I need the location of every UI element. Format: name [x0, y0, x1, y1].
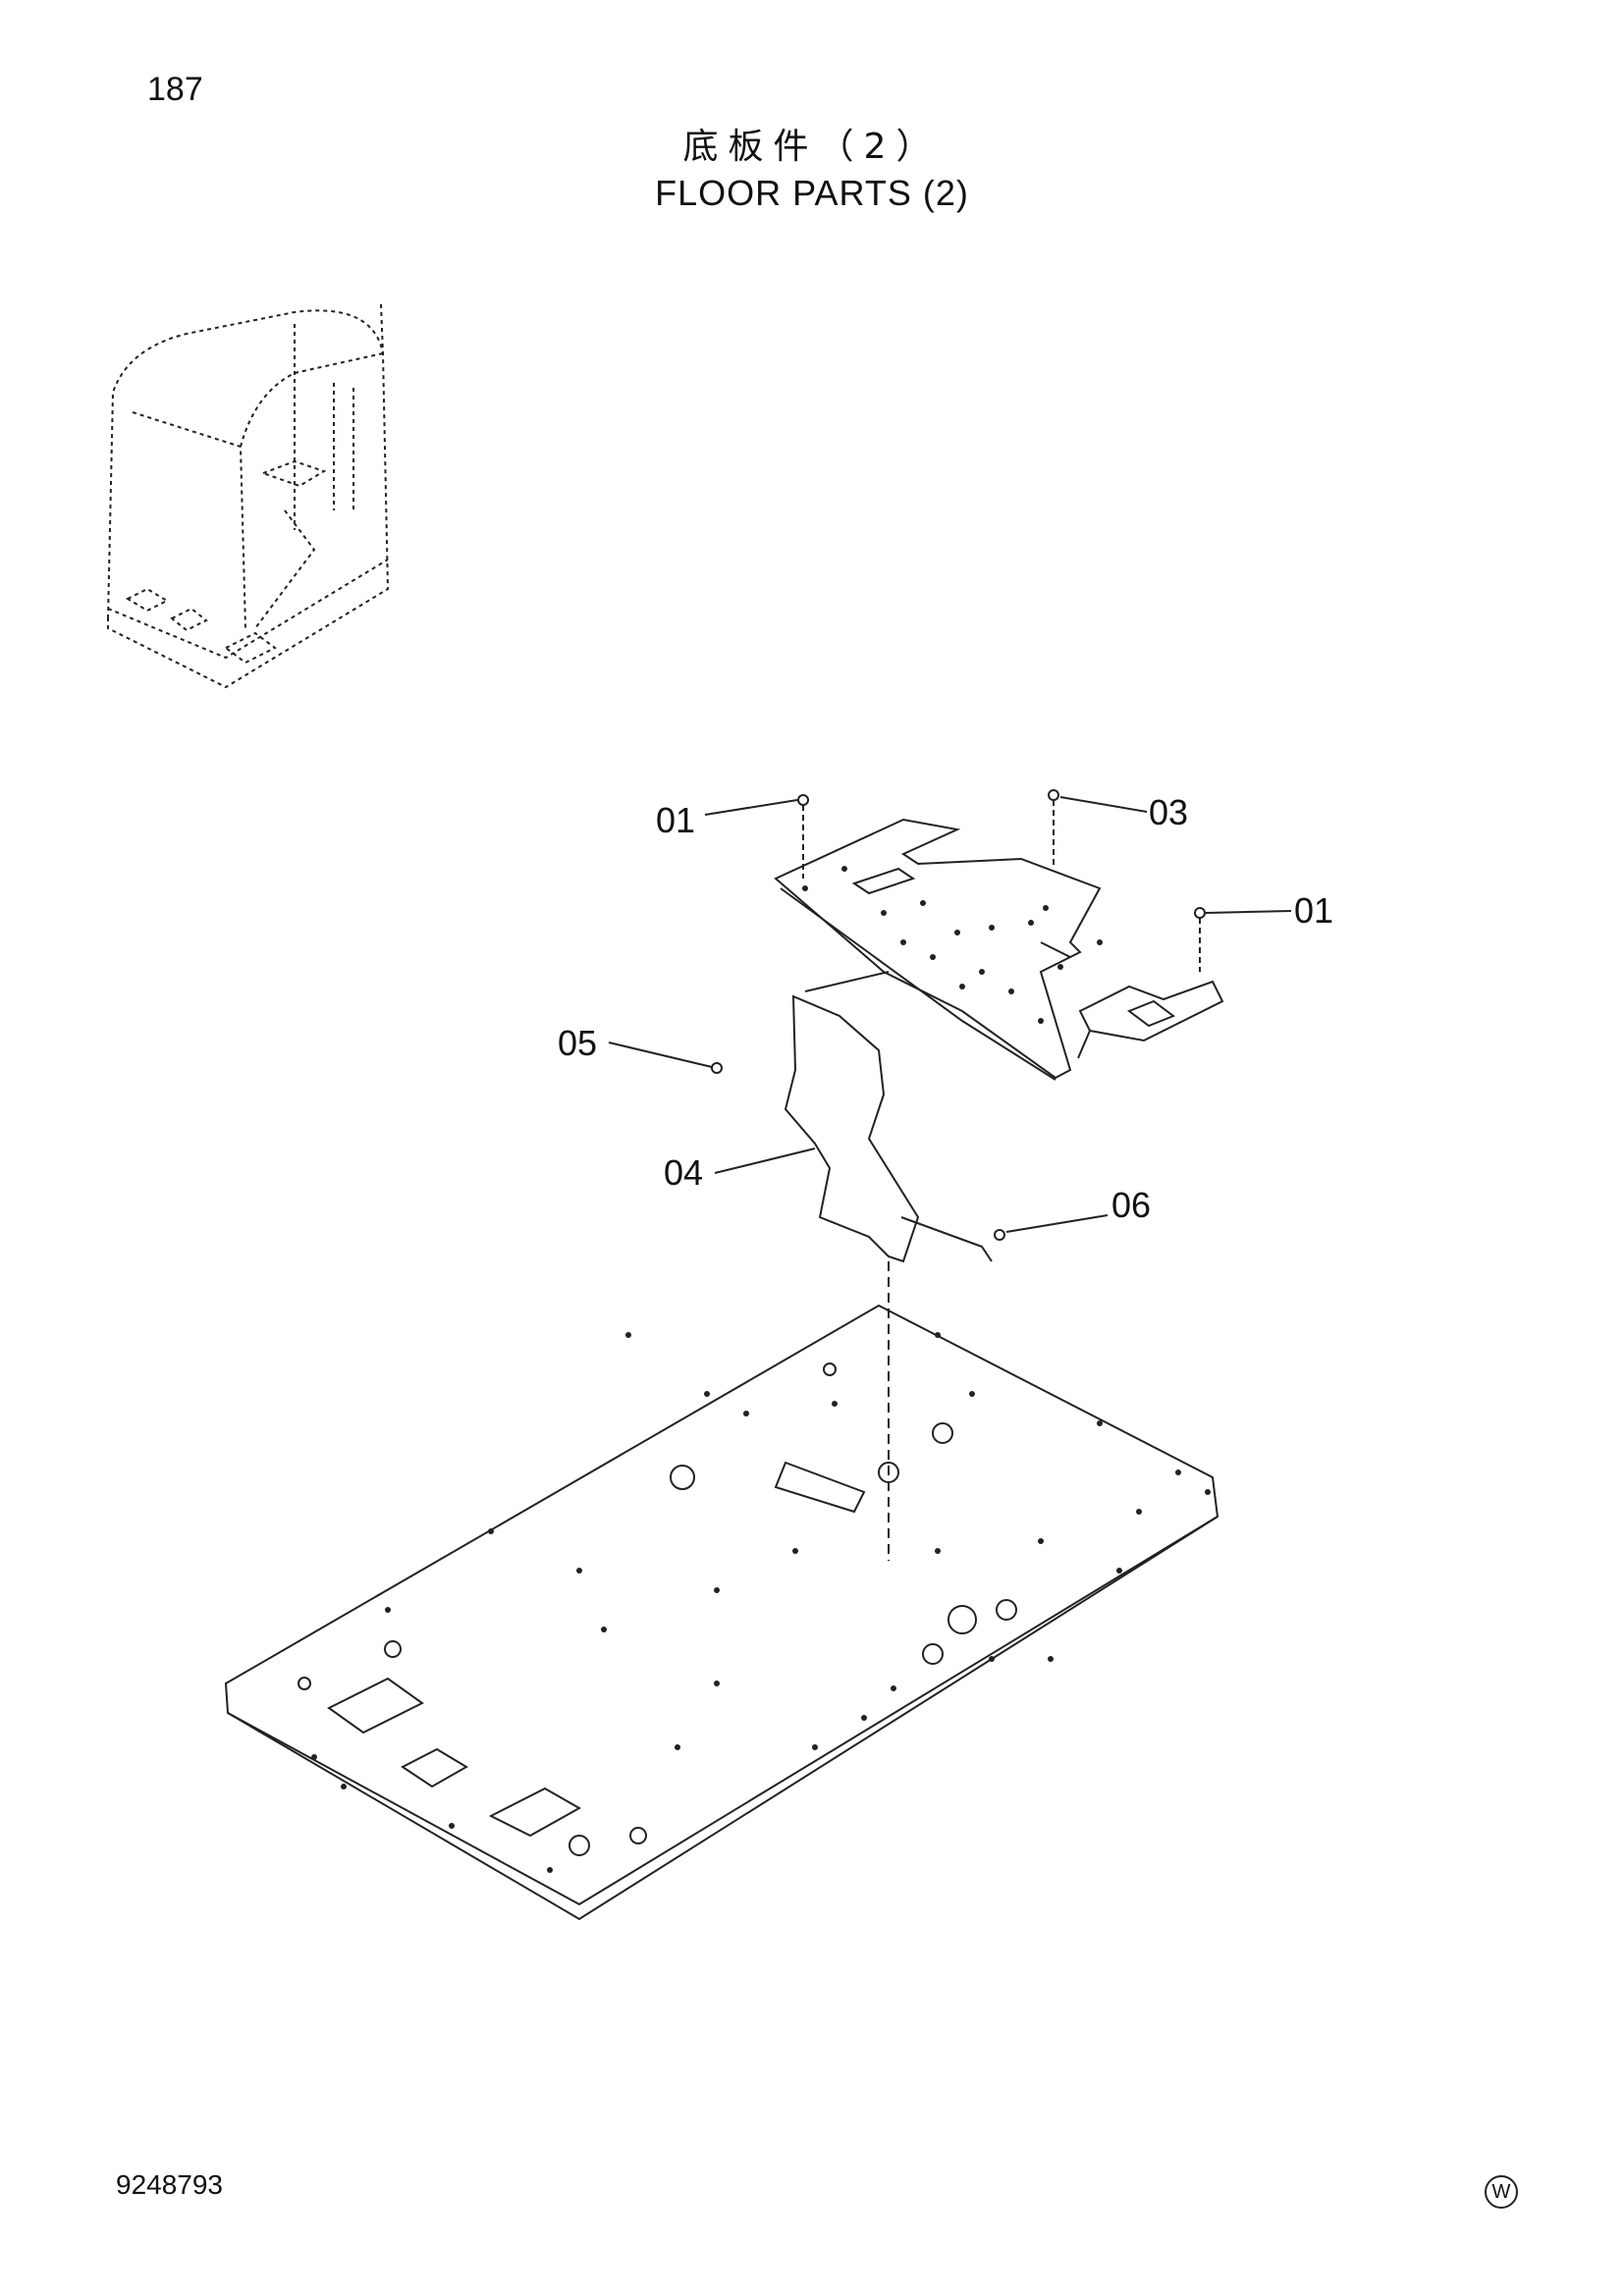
- callout-06: 06: [1111, 1185, 1151, 1225]
- callout-04: 04: [664, 1152, 703, 1193]
- alignment-line: [804, 971, 890, 992]
- callout-01-upper: 01: [656, 800, 695, 840]
- title-english: FLOOR PARTS (2): [655, 173, 969, 213]
- callout-05: 05: [558, 1023, 597, 1063]
- bolt-03: [1048, 789, 1059, 801]
- upper-floor-bracket: [774, 818, 1224, 1081]
- page-number: 187: [147, 71, 203, 108]
- main-floor-plate: [224, 1304, 1219, 1921]
- bolt-01-upper-left: [797, 794, 809, 806]
- fasteners: [711, 789, 1206, 1241]
- cab-overview-thumbnail: [107, 303, 390, 689]
- title-chinese: 底板件（2）: [682, 127, 942, 167]
- callout-01-right: 01: [1294, 890, 1333, 931]
- callout-leaders: [608, 796, 1292, 1233]
- drawing-number: 9248793: [116, 2169, 224, 2200]
- bolt-05: [711, 1062, 723, 1074]
- support-bracket: [784, 994, 993, 1263]
- maker-mark-icon: W: [1485, 2175, 1518, 2209]
- bolt-01-right: [1194, 907, 1206, 919]
- bolt-hole-pattern: [311, 866, 1211, 1873]
- bolt-06: [994, 1229, 1005, 1241]
- callout-03: 03: [1149, 792, 1188, 832]
